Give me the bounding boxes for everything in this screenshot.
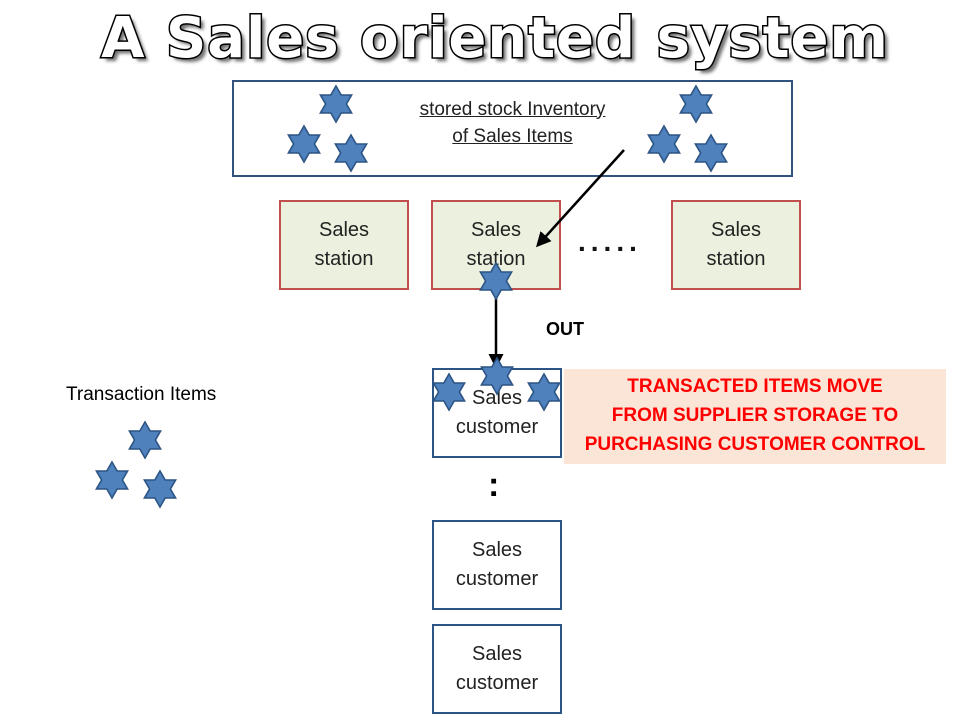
star-icon xyxy=(128,420,162,460)
sales-station-3-line2: station xyxy=(706,248,766,270)
sales-customer-3-line2: customer xyxy=(455,672,539,694)
sales-customer-2-line1: Sales xyxy=(471,539,523,561)
sales-customer-2-line2: customer xyxy=(455,568,539,590)
sales-customer-1-line2: customer xyxy=(455,416,539,438)
arrow-icon xyxy=(535,149,625,248)
sales-station-2-line1: Sales xyxy=(470,219,522,241)
sales-station-1: Sales station xyxy=(279,200,409,290)
star-icon xyxy=(432,372,466,412)
callout-line3: PURCHASING CUSTOMER CONTROL xyxy=(584,434,926,455)
stations-ellipsis: ..... xyxy=(578,226,642,257)
sales-station-3: Sales station xyxy=(671,200,801,290)
sales-station-3-line1: Sales xyxy=(710,219,762,241)
star-icon xyxy=(647,124,681,164)
sales-customer-1-line1: Sales xyxy=(471,387,523,409)
star-icon xyxy=(480,356,514,396)
star-icon xyxy=(694,133,728,173)
sales-station-2-line2: station xyxy=(466,248,526,270)
out-label: OUT xyxy=(546,319,584,339)
sales-station-1-line1: Sales xyxy=(318,219,370,241)
sales-customer-3: Sales customer xyxy=(432,624,562,714)
inventory-label-line1: stored stock Inventory xyxy=(419,98,606,120)
inventory-label: stored stock Inventory of Sales Items xyxy=(420,96,606,150)
star-icon xyxy=(95,460,129,500)
star-icon xyxy=(287,124,321,164)
star-icon xyxy=(527,372,561,412)
callout-line1: TRANSACTED ITEMS MOVE xyxy=(627,376,883,397)
stars-group xyxy=(95,84,728,509)
star-icon xyxy=(143,469,177,509)
callout-box: TRANSACTED ITEMS MOVE FROM SUPPLIER STOR… xyxy=(564,369,946,464)
transaction-items-label: Transaction Items xyxy=(66,384,217,405)
star-icon xyxy=(679,84,713,124)
customers-ellipsis: : xyxy=(488,466,500,504)
sales-customer-3-line1: Sales xyxy=(471,643,523,665)
star-icon xyxy=(479,261,513,301)
sales-station-1-line2: station xyxy=(314,248,374,270)
sales-customer-2: Sales customer xyxy=(432,520,562,610)
inventory-label-line2: of Sales Items xyxy=(452,125,573,147)
star-icon xyxy=(334,133,368,173)
diagram-title: A Sales oriented system xyxy=(100,5,890,73)
star-icon xyxy=(319,84,353,124)
callout-line2: FROM SUPPLIER STORAGE TO xyxy=(611,405,899,426)
